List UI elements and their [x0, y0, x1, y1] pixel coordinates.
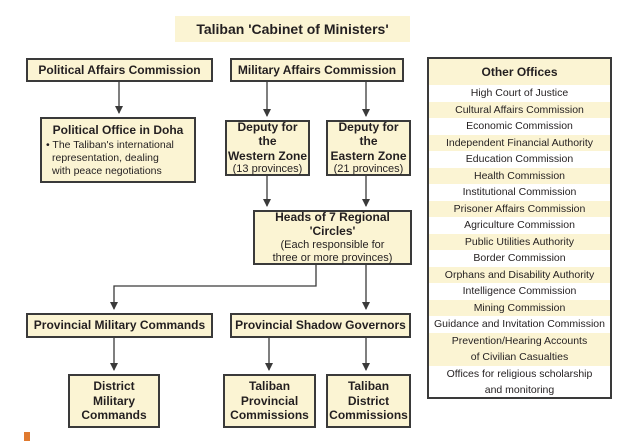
- other-office-item: Intelligence Commission: [462, 285, 577, 298]
- doha-note-line-3: with peace negotiations: [52, 164, 162, 177]
- doha-note-line-2: representation, dealing: [52, 151, 159, 164]
- district-military-line1: District: [93, 379, 135, 394]
- other-office-item: High Court of Justice: [470, 87, 569, 100]
- deputy-western-provinces: (13 provinces): [232, 163, 303, 175]
- other-offices-panel: Other Offices High Court of Justice Cult…: [427, 57, 612, 399]
- provincial-commissions-line1: Taliban: [248, 379, 291, 394]
- taliban-district-commissions-box: Taliban District Commissions: [326, 374, 411, 428]
- regional-circles-line1: (Each responsible for: [280, 238, 385, 251]
- regional-circles-title: Heads of 7 Regional 'Circles': [275, 209, 390, 239]
- provincial-military-commands-label: Provincial Military Commands: [33, 318, 206, 333]
- deputy-eastern-zone-box: Deputy for the Eastern Zone (21 province…: [326, 120, 411, 176]
- district-commissions-line2: District: [347, 393, 390, 408]
- political-affairs-commission-box: Political Affairs Commission: [26, 58, 213, 82]
- district-commissions-line3: Commissions: [329, 408, 408, 423]
- regional-circles-line2: three or more provinces): [272, 251, 393, 264]
- other-office-item-line: of Civilian Casualties: [470, 351, 569, 363]
- provincial-military-commands-box: Provincial Military Commands: [26, 313, 213, 338]
- provincial-commissions-line3: Commissions: [230, 408, 309, 423]
- other-office-item-line: Offices for religious scholarship: [446, 367, 593, 380]
- other-offices-title: Other Offices: [429, 59, 610, 85]
- provincial-commissions-line2: Provincial: [240, 393, 299, 408]
- other-office-item: Institutional Commission: [462, 186, 577, 199]
- doha-bullet: •: [46, 139, 50, 151]
- chart-title-text: Taliban 'Cabinet of Ministers': [196, 21, 389, 37]
- district-military-line3: Commands: [81, 408, 147, 423]
- other-office-item: Agriculture Commission: [464, 219, 575, 232]
- other-office-item: Education Commission: [465, 153, 574, 166]
- provincial-shadow-governors-box: Provincial Shadow Governors: [230, 313, 411, 338]
- military-affairs-commission-box: Military Affairs Commission: [230, 58, 404, 82]
- regional-circles-box: Heads of 7 Regional 'Circles' (Each resp…: [253, 210, 412, 265]
- deputy-western-line1: Deputy for the: [237, 119, 298, 149]
- doha-note-line-1-text: The Taliban's international: [52, 139, 174, 151]
- political-office-doha-box: Political Office in Doha • The Taliban's…: [40, 117, 196, 183]
- other-office-item: Offices for religious scholarship and mo…: [429, 366, 610, 398]
- other-office-item: Border Commission: [473, 252, 566, 265]
- accent-mark: [24, 432, 30, 441]
- deputy-eastern-line1: Deputy for the: [338, 119, 399, 149]
- other-office-item: Prisoner Affairs Commission: [429, 200, 610, 217]
- other-office-item: Cultural Affairs Commission: [429, 101, 610, 118]
- other-office-item: Prevention/Hearing Accounts of Civilian …: [429, 332, 610, 366]
- other-office-item: Orphans and Disability Authority: [429, 266, 610, 283]
- district-military-commands-box: District Military Commands: [68, 374, 160, 428]
- political-office-doha-title: Political Office in Doha: [52, 122, 184, 137]
- doha-note-line-1: • The Taliban's international: [46, 139, 194, 152]
- deputy-eastern-line2: Eastern Zone: [330, 148, 407, 163]
- other-office-item-line: and monitoring: [484, 384, 555, 396]
- provincial-shadow-governors-label: Provincial Shadow Governors: [235, 318, 406, 333]
- other-office-item: Mining Commission: [429, 299, 610, 316]
- chart-title: Taliban 'Cabinet of Ministers': [175, 16, 410, 42]
- other-office-item-line: Prevention/Hearing Accounts: [451, 334, 588, 347]
- other-office-item: Public Utilities Authority: [429, 233, 610, 250]
- deputy-western-zone-box: Deputy for the Western Zone (13 province…: [225, 120, 310, 176]
- political-office-doha-note: • The Taliban's international representa…: [42, 139, 194, 177]
- arrow-circles-to-provincial-military: [110, 265, 317, 310]
- other-office-item: Guidance and Invitation Commission: [433, 318, 605, 331]
- other-offices-list: High Court of Justice Cultural Affairs C…: [429, 85, 610, 398]
- political-affairs-commission-label: Political Affairs Commission: [38, 62, 201, 77]
- military-affairs-commission-label: Military Affairs Commission: [237, 62, 397, 77]
- district-military-line2: Military: [92, 393, 135, 408]
- district-commissions-line1: Taliban: [347, 379, 390, 394]
- other-office-item: Independent Financial Authority: [429, 134, 610, 151]
- taliban-provincial-commissions-box: Taliban Provincial Commissions: [223, 374, 316, 428]
- deputy-eastern-provinces: (21 provinces): [333, 163, 404, 175]
- other-office-item: Economic Commission: [466, 120, 573, 133]
- other-office-item: Health Commission: [429, 167, 610, 184]
- deputy-western-line2: Western Zone: [227, 148, 308, 163]
